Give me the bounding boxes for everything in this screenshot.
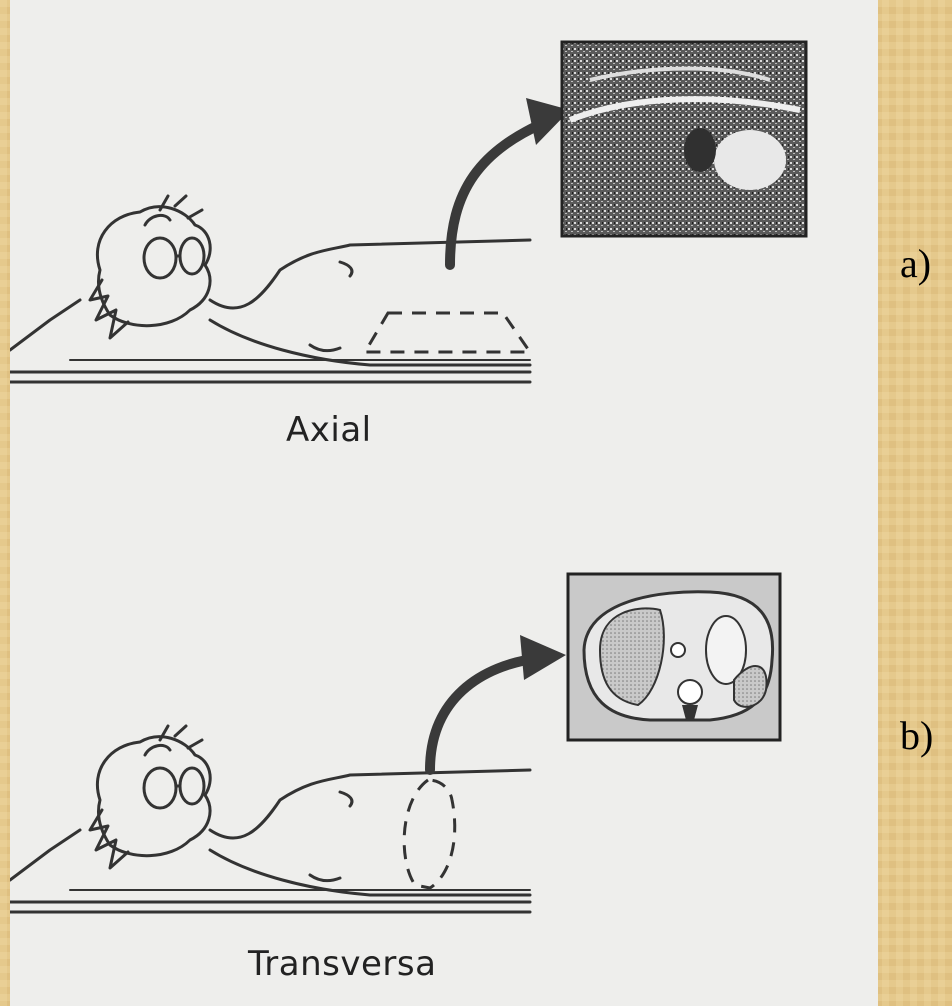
- panel-b-patient-figure: [10, 726, 530, 912]
- transverse-arrow-head: [520, 635, 566, 680]
- axial-plane-outline: [365, 313, 530, 352]
- patient-positioning-diagram: [10, 0, 878, 1006]
- transverse-arrow: [430, 658, 540, 770]
- transverse-scan-image: [568, 574, 780, 740]
- axial-caption: Axial: [286, 410, 372, 450]
- transverse-plane-outline: [404, 780, 455, 888]
- transversa-caption: Transversa: [248, 944, 436, 984]
- axial-scan-image: [562, 42, 806, 236]
- label-a: a): [900, 240, 931, 287]
- label-b: b): [900, 712, 933, 759]
